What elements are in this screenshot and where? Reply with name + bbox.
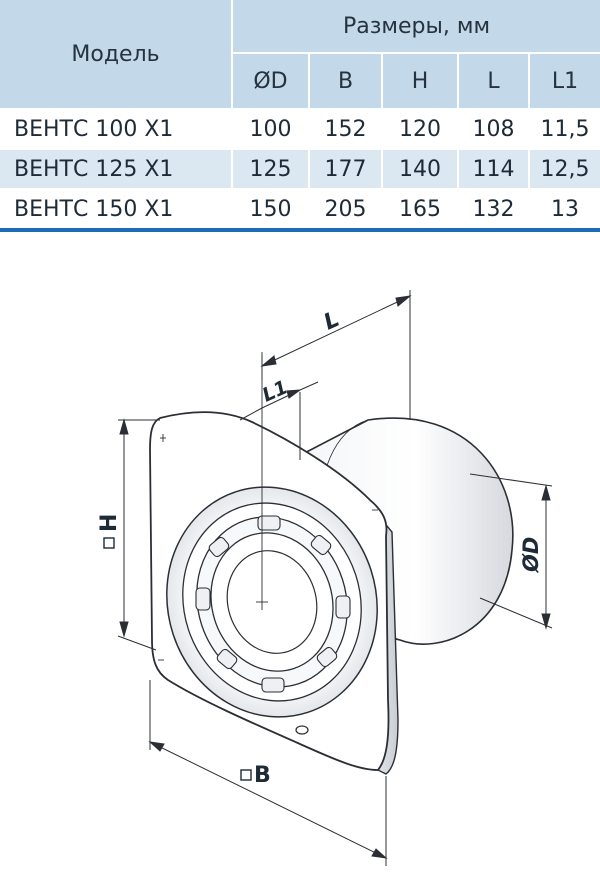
center-axis [158, 352, 378, 661]
table-cell: 205 [324, 196, 367, 222]
table-cell: 100 [249, 116, 292, 142]
table-row-model: ВЕНТС 150 Х1 [14, 196, 174, 222]
dimension-label-b-text: B [254, 763, 271, 788]
column-header-l1: L1 [530, 54, 600, 108]
table-cell: 165 [399, 196, 441, 222]
column-header-l: L [459, 54, 528, 108]
fan-dimension-drawing: L L1 H B ØD [0, 232, 600, 878]
intake-grille [166, 486, 378, 718]
table-cell: 125 [233, 150, 308, 188]
dimension-label-b: B [240, 763, 271, 788]
dimension-lines [117, 290, 553, 866]
dimensions-table: Модель Размеры, мм ØD B H L L1 ВЕНТС 100… [0, 0, 600, 232]
column-header-h: H [383, 54, 457, 108]
dimension-label-h: H [97, 514, 122, 549]
dimension-label-l1: L1 [259, 376, 291, 406]
table-row-model: ВЕНТС 100 Х1 [14, 116, 174, 142]
table-cell: 120 [399, 116, 441, 142]
table-cell: 132 [472, 196, 515, 222]
table-bottom-rule [0, 228, 600, 232]
table-cell: 13 [551, 196, 579, 222]
column-header-b: B [310, 54, 381, 108]
dimensions-group-header: Размеры, мм [233, 0, 600, 52]
table-cell: 108 [472, 116, 515, 142]
dimension-label-h-text: H [97, 514, 122, 532]
indicator-light [295, 725, 309, 735]
table-cell: 152 [324, 116, 367, 142]
column-header-d: ØD [233, 54, 308, 108]
dimension-label-d: ØD [519, 537, 543, 573]
table-cell: 177 [310, 150, 381, 188]
table-cell: 114 [459, 150, 528, 188]
table-row-model: ВЕНТС 125 Х1 [0, 150, 231, 188]
table-cell: 11,5 [540, 116, 590, 142]
dimension-label-l: L [320, 307, 343, 336]
table-cell: 150 [249, 196, 292, 222]
model-column-header: Модель [0, 0, 231, 108]
table-cell: 12,5 [530, 150, 600, 188]
table-cell: 140 [383, 150, 457, 188]
